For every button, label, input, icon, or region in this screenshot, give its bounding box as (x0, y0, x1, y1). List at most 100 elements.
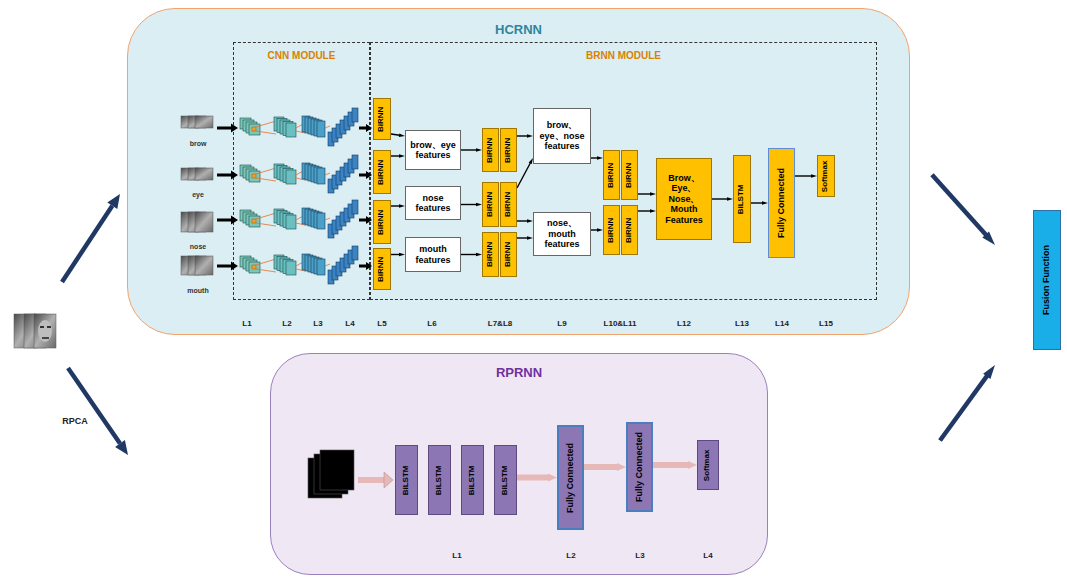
box-label: BiLSTM (435, 465, 444, 495)
arrow-head (762, 201, 768, 205)
box-label: BiRNN (378, 106, 387, 131)
label-holder: mouth (187, 279, 208, 297)
connector-line (795, 175, 812, 176)
sparse-images (308, 450, 393, 498)
box-label: brow、eye、nose features (536, 120, 588, 151)
feature-box: nose、mouth features (533, 212, 591, 256)
connector-line (517, 135, 528, 136)
layer-number: L1 (242, 319, 251, 328)
arrow-head (399, 133, 405, 136)
cnn-row (217, 200, 372, 238)
transform-name: RPCA (62, 416, 88, 426)
layer-number: L5 (377, 319, 386, 328)
connector (391, 133, 405, 136)
cnn-row (217, 155, 372, 193)
layer-number: L13 (735, 319, 749, 328)
box-label: Softmax (822, 160, 831, 192)
feature-box: Brow、Eye、Nose、Mouth Features (656, 158, 712, 240)
box-label: BiLSTM (402, 465, 411, 495)
box-label: BiLSTM (738, 184, 747, 214)
layer-box: BiRNN (373, 248, 391, 290)
connector (932, 175, 995, 245)
connector-line (940, 375, 988, 440)
layer-number: L14 (775, 319, 789, 328)
layer-number: L2 (566, 551, 575, 560)
label-holder: nose (190, 235, 206, 253)
connector-line (391, 254, 400, 255)
layer-box: BiRNN (482, 182, 499, 227)
arrow-head (597, 228, 603, 232)
connector-line (712, 198, 728, 199)
layer-box: BiRNN (373, 98, 391, 140)
fusion-box: Fusion Function (1033, 210, 1061, 350)
connector (638, 209, 656, 213)
connector (517, 134, 533, 138)
layer-box: BiRNN (603, 150, 620, 200)
layer-number: L3 (635, 551, 644, 560)
connector-line (391, 134, 400, 135)
connector (391, 204, 405, 208)
label-holder: L9 (557, 312, 566, 330)
box-label: Fully Connected (635, 432, 645, 502)
layer-number: L15 (819, 319, 833, 328)
box-label: BiLSTM (468, 465, 477, 495)
label-holder: L10&L11 (604, 312, 637, 330)
layer-number: L1 (452, 551, 461, 560)
layer-box: Fully Connected (768, 148, 795, 258)
arrow-head (399, 154, 405, 158)
layer-number: L2 (282, 319, 291, 328)
panel-title: CNN MODULE (234, 50, 369, 61)
box-label: BiRNN (504, 192, 513, 217)
box-label: BiRNN (625, 162, 634, 187)
box-label: BiRNN (504, 137, 513, 162)
connector (517, 236, 533, 240)
connector (391, 154, 405, 158)
connector (940, 365, 995, 440)
arrow-head (650, 209, 656, 213)
label-holder: L12 (677, 312, 691, 330)
arrow-head (548, 474, 557, 482)
layer-box: Softmax (697, 440, 719, 490)
panel-title: BRNN MODULE (371, 50, 876, 61)
arrow-head (476, 253, 482, 257)
label-holder: eye (192, 183, 204, 201)
label-holder: L15 (819, 312, 833, 330)
part-name: nose (190, 243, 206, 250)
layer-number: L6 (427, 319, 436, 328)
flow-arrow (62, 194, 128, 455)
connector-line (591, 229, 598, 230)
connector-line (751, 202, 763, 203)
cnn-layers (217, 108, 372, 284)
layer-number: L12 (677, 319, 691, 328)
connector-line (591, 157, 598, 158)
layer-box: BiRNN (373, 150, 391, 194)
arrow-head (983, 365, 995, 379)
layer-box: BiRNN (482, 128, 499, 172)
arrow-head (399, 253, 405, 257)
layer-box: Fully Connected (557, 425, 584, 530)
connector (712, 197, 733, 201)
arrow-head (597, 156, 603, 160)
connector-line (461, 204, 477, 205)
layer-number: L4 (345, 319, 354, 328)
label-holder: L4 (345, 312, 354, 330)
panel-title: RPRNN (271, 365, 767, 380)
layer-number: L3 (313, 319, 322, 328)
connector (591, 156, 603, 160)
connector (638, 192, 656, 196)
box-label: nose、mouth features (536, 218, 588, 249)
arrow-head (688, 461, 697, 469)
box-label: Fully Connected (566, 442, 576, 512)
label-holder: L5 (377, 312, 386, 330)
layer-box: BiRNN (373, 200, 391, 244)
box-label: BiRNN (607, 217, 616, 242)
input-faces (14, 314, 56, 348)
layer-box: Softmax (817, 155, 835, 197)
layer-box: BiLSTM (461, 445, 484, 515)
connector (517, 158, 533, 188)
box-label: Fusion Function (1042, 245, 1052, 315)
layer-number: L9 (557, 319, 566, 328)
connector (795, 174, 817, 178)
